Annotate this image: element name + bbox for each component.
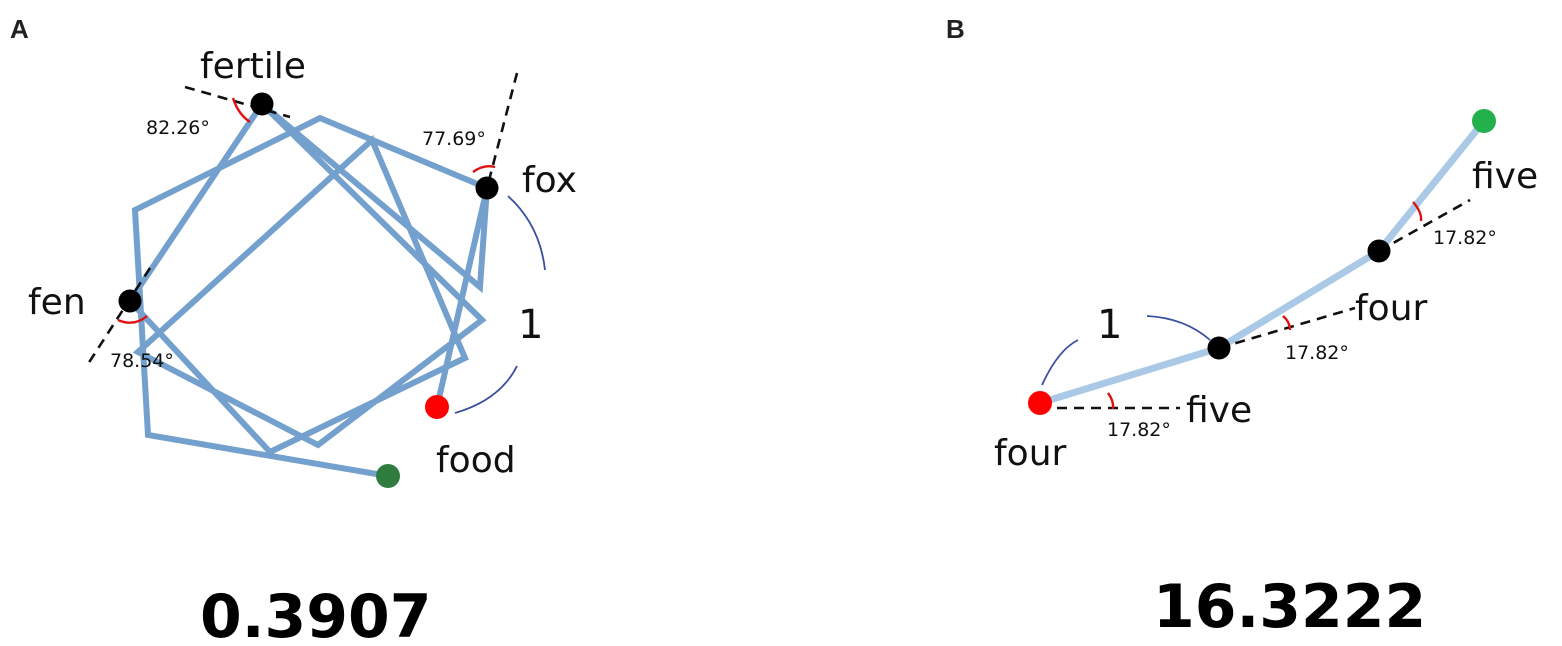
- label-four-start: four: [994, 433, 1067, 474]
- node-four: [1367, 239, 1391, 263]
- unit-arc-lower: [454, 365, 518, 414]
- angle-value-fertile: 82.26°: [146, 117, 210, 139]
- unit-arc-right: [1146, 315, 1211, 341]
- angle-arc-fertile: [231, 97, 251, 123]
- tangent-line-fertile: [184, 85, 291, 119]
- angle-arc-3: [1412, 201, 1423, 222]
- score-a: 0.3907: [200, 582, 432, 646]
- unit-label-a: 1: [518, 302, 543, 348]
- reference-line-3: [1378, 198, 1471, 253]
- end-node: [376, 464, 400, 488]
- angle-value-1: 17.82°: [1107, 419, 1171, 441]
- trajectory-a: [126, 99, 491, 479]
- angle-value-2: 17.82°: [1285, 342, 1349, 364]
- panel-a: A fertile fox fen food 1 82.26° 77.69° 7…: [10, 14, 577, 646]
- label-five-1: five: [1186, 390, 1252, 431]
- end-node-five: [1472, 109, 1496, 133]
- angle-arc-fox: [472, 164, 496, 173]
- label-fox: fox: [522, 160, 577, 201]
- node-fen: [118, 289, 142, 313]
- panel-b: B four five four five 1 17.82° 17.82° 17…: [946, 14, 1538, 642]
- tangent-line-fen: [86, 267, 152, 365]
- label-four-mid: four: [1355, 288, 1428, 329]
- node-five: [1207, 336, 1231, 360]
- angle-arc-1: [1107, 392, 1115, 410]
- panel-a-letter: A: [10, 14, 29, 44]
- angle-arc-2: [1282, 315, 1292, 331]
- reference-line-2: [1218, 306, 1356, 350]
- start-node-food: [425, 395, 449, 419]
- label-food: food: [436, 440, 516, 481]
- score-b: 16.3222: [1153, 572, 1426, 642]
- label-fen: fen: [28, 282, 86, 323]
- panel-b-letter: B: [946, 14, 965, 44]
- unit-arc-upper: [507, 195, 546, 271]
- unit-arc-left: [1041, 339, 1079, 386]
- tangent-line-fox: [485, 72, 519, 189]
- unit-label-b: 1: [1097, 302, 1122, 348]
- label-five-end: five: [1472, 156, 1538, 197]
- angle-value-fen: 78.54°: [110, 350, 174, 372]
- angle-arc-fen: [117, 315, 148, 324]
- angle-value-fox: 77.69°: [422, 128, 486, 150]
- label-fertile: fertile: [200, 46, 306, 87]
- trajectory-b: [1038, 118, 1487, 407]
- angle-value-3: 17.82°: [1433, 227, 1497, 249]
- node-fox: [475, 176, 499, 200]
- start-node-four: [1028, 391, 1052, 415]
- node-fertile: [250, 92, 274, 116]
